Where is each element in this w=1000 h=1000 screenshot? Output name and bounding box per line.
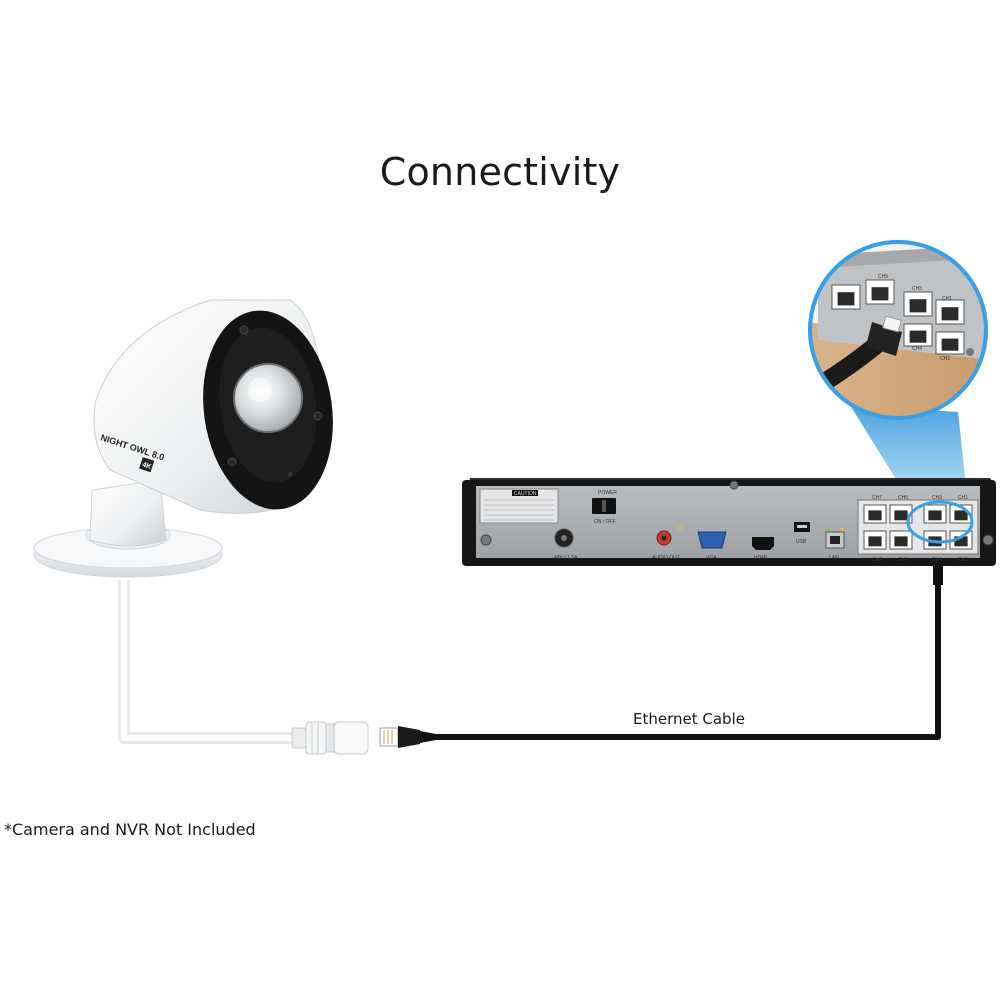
svg-text:CH2: CH2 [940, 356, 950, 362]
poe-port [864, 505, 886, 523]
camera-pigtail-cable [124, 580, 300, 738]
ethernet-cable-label: Ethernet Cable [633, 710, 745, 728]
poe-port [864, 531, 886, 549]
rj45-plug [380, 728, 398, 746]
svg-text:CH5: CH5 [878, 274, 888, 280]
nvr-recorder: CAUTION POWER ON / OFF 48V / 1.5A AUDIO … [462, 478, 996, 566]
svg-text:CH4: CH4 [912, 346, 922, 352]
svg-text:CH4: CH4 [932, 557, 942, 563]
nvr-warning-label: CAUTION [480, 489, 558, 523]
svg-text:48V / 1.5A: 48V / 1.5A [554, 555, 578, 561]
svg-text:VGA: VGA [706, 555, 717, 561]
inset-port [904, 292, 932, 316]
svg-text:USB: USB [796, 539, 807, 545]
svg-text:CAUTION: CAUTION [514, 491, 537, 497]
svg-text:CH1: CH1 [942, 296, 952, 302]
svg-text:CH1: CH1 [958, 495, 968, 501]
bullet-camera: NIGHT OWL 8.0 4K [34, 300, 345, 738]
svg-text:CH2: CH2 [958, 557, 968, 563]
poe-port [890, 531, 912, 549]
svg-text:POWER: POWER [598, 490, 617, 496]
zoom-inset: CH5 CH3 CH1 CH4 CH2 [800, 240, 1000, 430]
svg-text:ON / OFF: ON / OFF [594, 519, 616, 525]
svg-text:CH3: CH3 [912, 286, 922, 292]
poe-port [924, 505, 946, 523]
svg-text:HDMI: HDMI [754, 555, 767, 561]
svg-text:AUDIO OUT: AUDIO OUT [652, 555, 680, 561]
svg-text:CH5: CH5 [898, 495, 908, 501]
svg-text:LAN: LAN [829, 555, 839, 561]
inset-port [936, 300, 964, 324]
svg-text:CH6: CH6 [898, 557, 908, 563]
svg-text:CH7: CH7 [872, 495, 882, 501]
inset-port [904, 324, 932, 346]
camera-rj45-female-connector [292, 722, 368, 754]
svg-text:CH3: CH3 [932, 495, 942, 501]
inset-port [936, 332, 964, 354]
not-included-footnote: *Camera and NVR Not Included [4, 820, 256, 839]
inset-port [866, 280, 894, 304]
inset-port [832, 285, 860, 309]
svg-text:CH8: CH8 [872, 557, 882, 563]
